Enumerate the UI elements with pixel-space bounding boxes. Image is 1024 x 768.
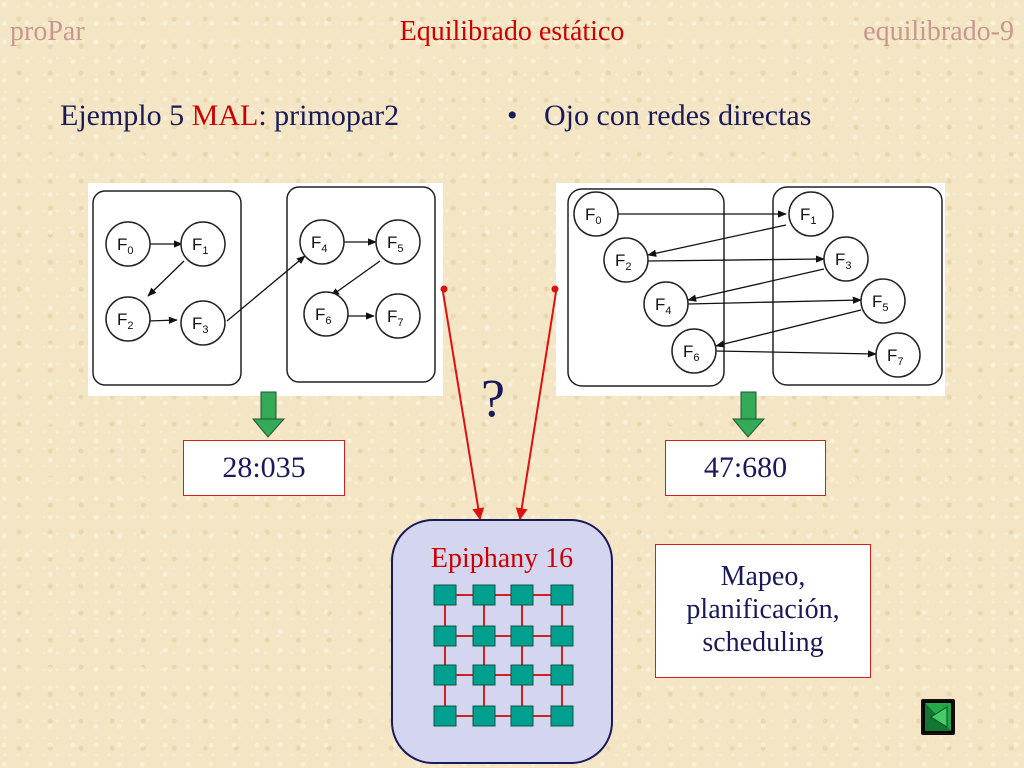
d2-node-f2: F2 <box>615 251 632 273</box>
red-dot-right <box>551 285 559 293</box>
example-prefix: Ejemplo 5 <box>60 99 192 132</box>
d1-node-f4: F4 <box>311 233 328 255</box>
core-1-3 <box>550 625 574 647</box>
chip-title: Epiphany 16 <box>430 543 574 574</box>
process-graph-direct-svg: F0 F1 F2 F3 F4 F5 F6 F7 <box>92 186 436 386</box>
core-3-1 <box>472 705 496 727</box>
mapping-note-line2: planificación, <box>686 594 840 625</box>
core-1-0 <box>433 625 457 647</box>
core-3-2 <box>510 705 534 727</box>
d1-node-f3: F3 <box>192 314 209 336</box>
return-nav-button[interactable] <box>921 699 955 735</box>
result-mapped: 47:680 <box>665 440 826 496</box>
d2-node-f6: F6 <box>683 342 700 364</box>
example-suffix: : primopar2 <box>258 99 400 132</box>
bullet-text: Ojo con redes directas <box>544 99 812 132</box>
mapping-note: Mapeo, planificación, scheduling <box>655 544 871 678</box>
d1-node-f7: F7 <box>387 307 404 329</box>
d1-node-f5: F5 <box>387 233 404 255</box>
red-link-left <box>442 291 485 521</box>
d2-node-f4: F4 <box>655 295 672 317</box>
red-dot-left <box>440 285 448 293</box>
core-3-3 <box>550 705 574 727</box>
d2-node-f7: F7 <box>887 346 904 368</box>
example-heading: Ejemplo 5 MAL: primopar2 <box>60 97 399 135</box>
header-right: equilibrado-9 <box>863 16 1014 47</box>
d2-node-f0: F0 <box>585 205 602 227</box>
d1-node-f6: F6 <box>315 305 332 327</box>
core-2-2 <box>510 664 534 686</box>
process-graph-mapped-svg: F0 F1 F2 F3 F4 F5 F6 F7 <box>567 186 943 387</box>
down-arrow-icon <box>251 391 286 438</box>
d2-node-f3: F3 <box>835 250 852 272</box>
d1-node-f1: F1 <box>192 235 209 257</box>
example-highlight: MAL <box>191 99 259 132</box>
return-icon <box>923 701 953 733</box>
core-0-1 <box>472 584 496 606</box>
d2-node-f1: F1 <box>800 205 817 227</box>
mapping-note-line3: scheduling <box>702 627 824 658</box>
core-1-2 <box>510 625 534 647</box>
core-2-1 <box>472 664 496 686</box>
d1-node-f2: F2 <box>117 310 134 332</box>
d2-node-f5: F5 <box>872 292 889 314</box>
red-link-right <box>515 291 557 521</box>
question-mark: ? <box>481 368 505 428</box>
header-left: proPar <box>10 16 85 47</box>
bullet-icon: • <box>507 99 518 132</box>
core-0-2 <box>510 584 534 606</box>
result-direct: 28:035 <box>183 440 345 496</box>
slide-title: Equilibrado estático <box>399 16 625 47</box>
core-1-1 <box>472 625 496 647</box>
mapping-note-line1: Mapeo, <box>720 561 806 592</box>
core-mesh <box>433 584 574 727</box>
core-0-0 <box>433 584 457 606</box>
core-3-0 <box>433 705 457 727</box>
core-2-3 <box>550 664 574 686</box>
core-2-0 <box>433 664 457 686</box>
epiphany-chip: Epiphany 16 <box>391 519 613 764</box>
core-0-3 <box>550 584 574 606</box>
bullet-point: • Ojo con redes directas <box>507 97 811 135</box>
down-arrow-icon <box>731 391 766 438</box>
process-graph-direct: F0 F1 F2 F3 F4 F5 F6 F7 <box>88 183 443 396</box>
process-graph-mapped: F0 F1 F2 F3 F4 F5 F6 F7 <box>556 183 945 396</box>
d1-node-f0: F0 <box>117 235 134 257</box>
